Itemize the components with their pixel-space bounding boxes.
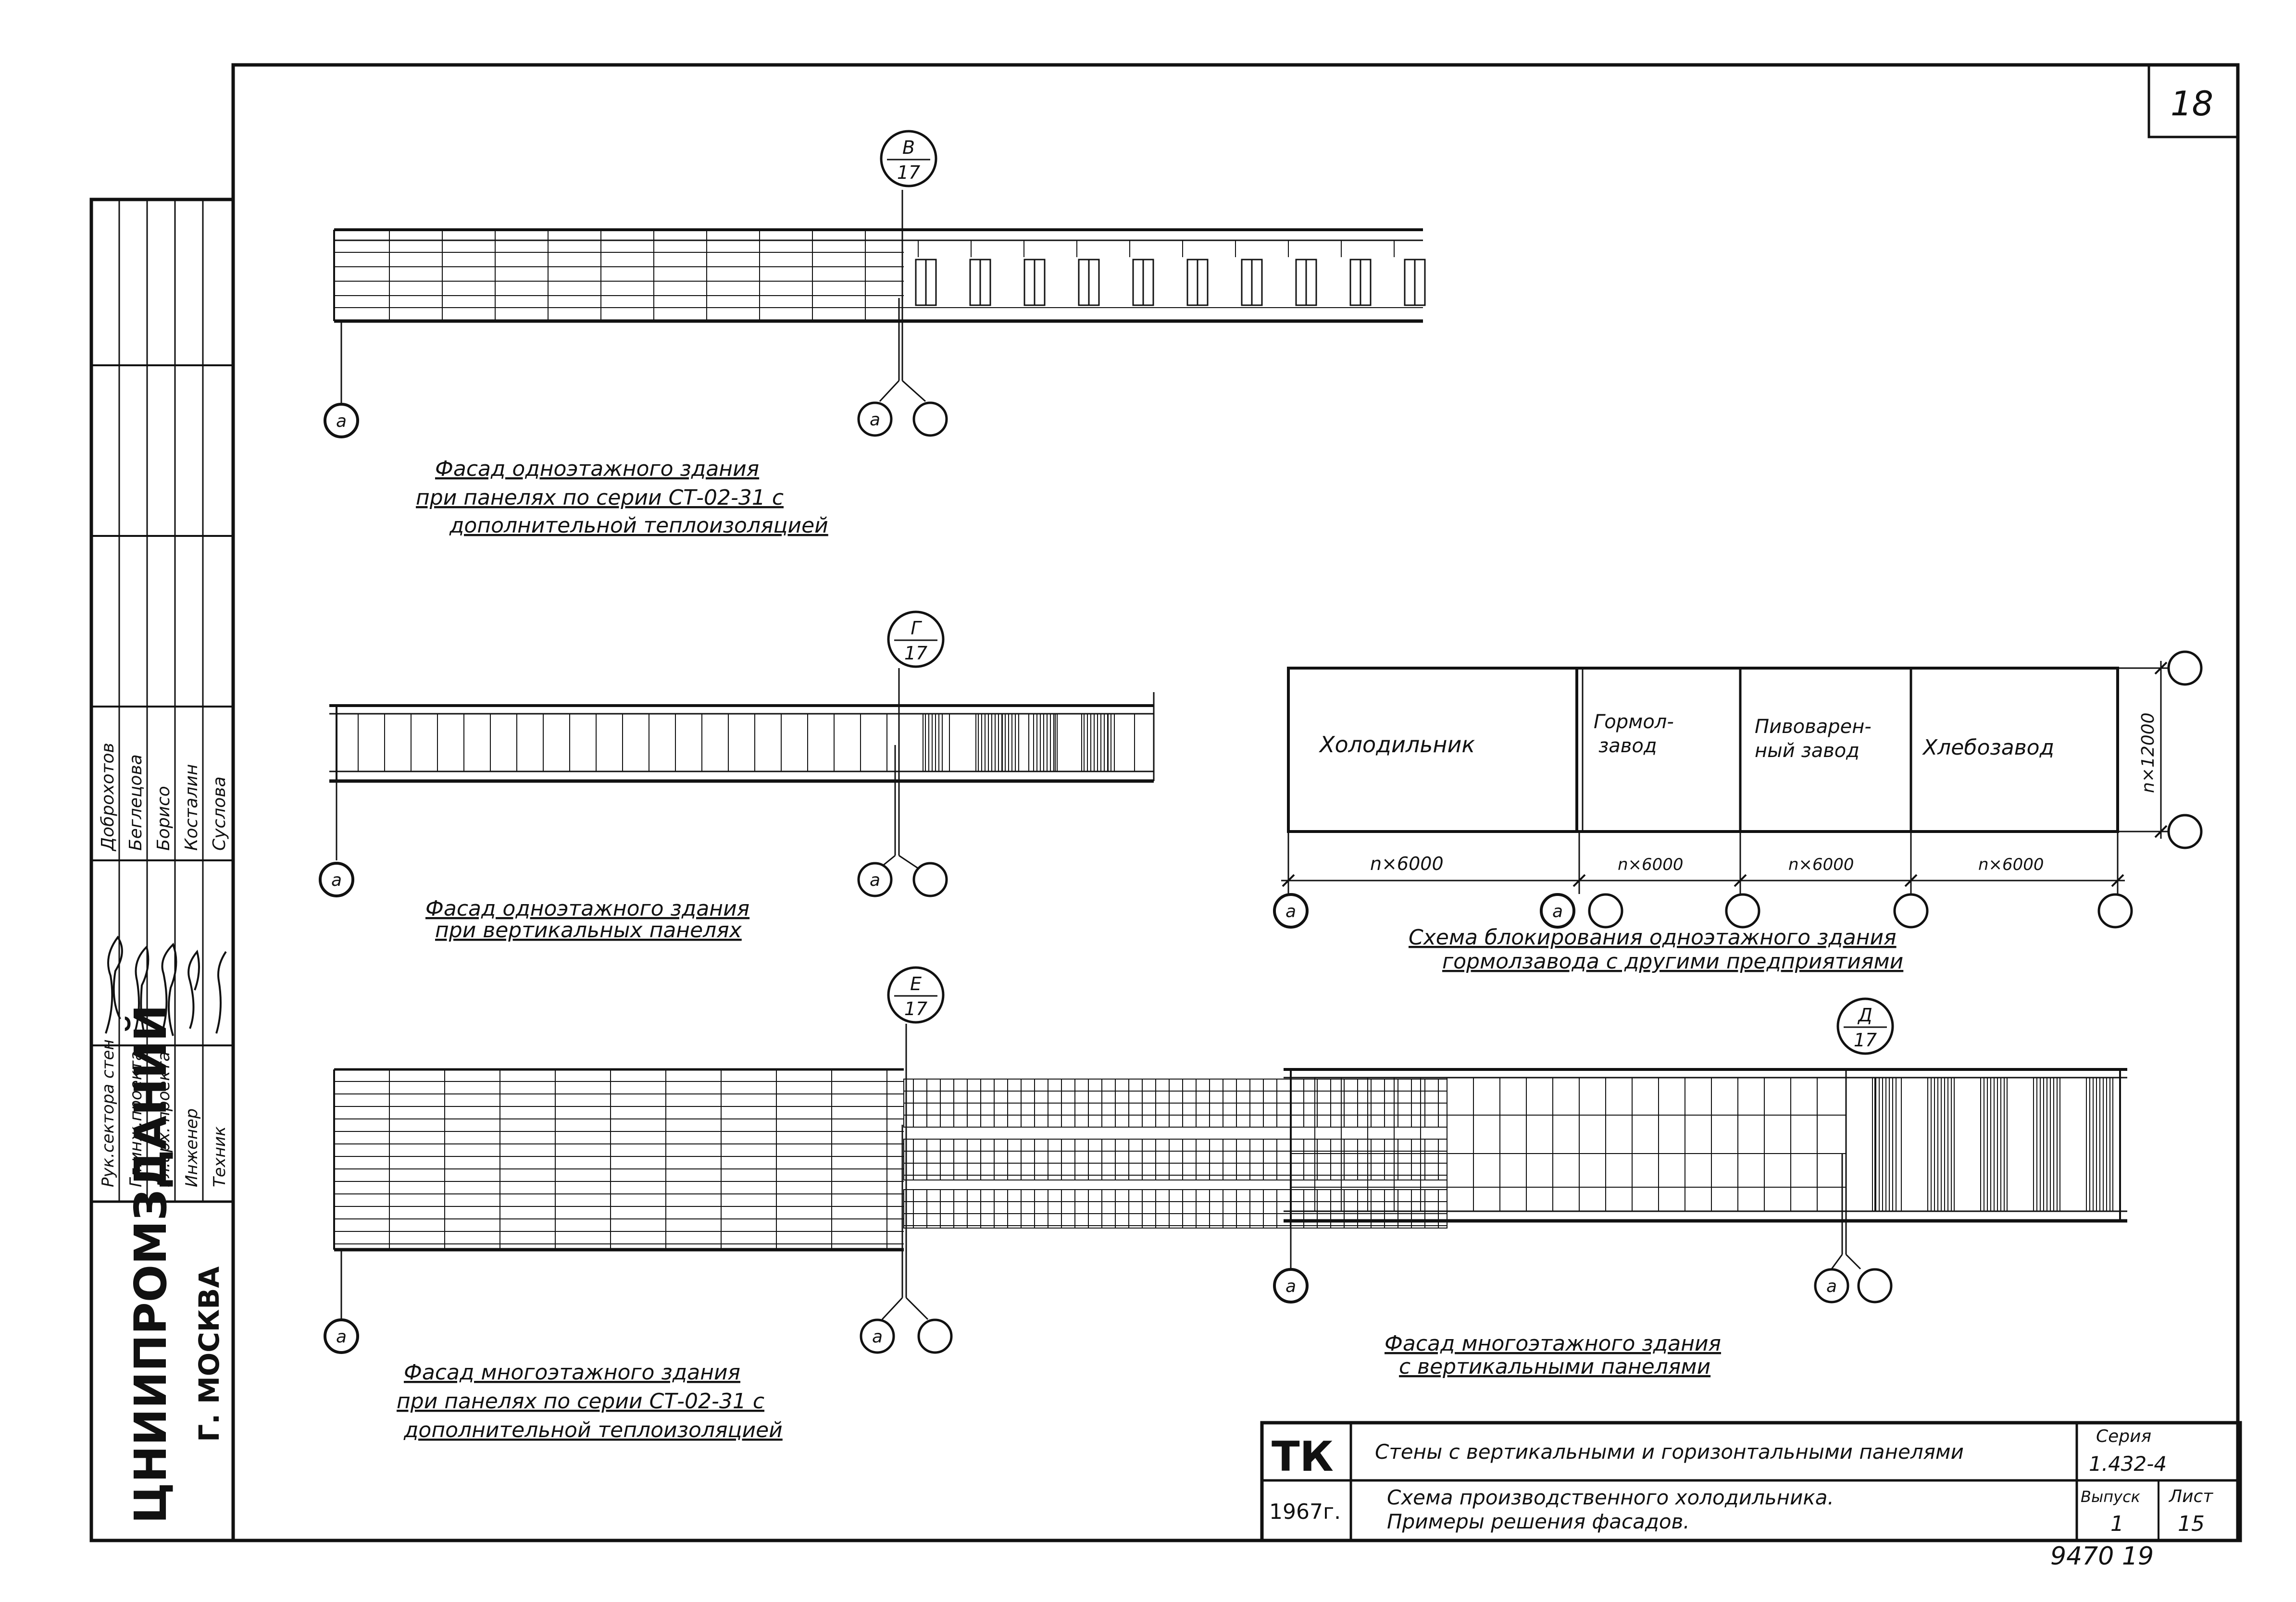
marker-bottom: 17 (904, 998, 927, 1019)
block-label: завод (1598, 735, 1657, 757)
stamp-role: Гл.арх. проекта (154, 1052, 174, 1187)
axis-label: а (336, 1327, 347, 1347)
facade-1-caption: Фасад одноэтажного здания при панелях по… (416, 457, 828, 538)
caption-line: дополнительной теплоизоляцией (449, 513, 828, 538)
caption-line: при панелях по серии СТ-02-31 с (397, 1389, 764, 1414)
left-stamp (89, 198, 235, 1542)
caption-line: Фасад многоэтажного здания (404, 1360, 740, 1385)
marker-top: Г (911, 618, 922, 639)
facade-3-section-marker: Е 17 (887, 966, 945, 1024)
stamp-name: Косталин (182, 764, 201, 851)
stamp-names: Доброхотов Беглецова Борисо Косталин Сус… (98, 743, 229, 852)
axis-label: а (1285, 902, 1296, 921)
block-label: Гормол- (1594, 711, 1674, 733)
dim-label: n×6000 (1370, 853, 1444, 874)
title-line-2a: Схема производственного холодильника. (1387, 1486, 1834, 1509)
facade-3-multi-storey-horizontal-panels (333, 1024, 1447, 1319)
block-label: Холодильник (1319, 732, 1475, 758)
marker-top: В (902, 137, 915, 158)
marker-bottom: 17 (1854, 1030, 1877, 1051)
axis-label: а (1552, 902, 1563, 921)
caption-line: Фасад многоэтажного здания (1385, 1331, 1721, 1356)
vypusk-value: 1 (2110, 1512, 2124, 1536)
axis-label: а (1285, 1277, 1296, 1296)
marker-top: Д (1857, 1005, 1872, 1026)
blocking-scheme (1281, 661, 2173, 894)
caption-line: при панелях по серии СТ-02-31 с (416, 485, 784, 510)
scheme-axes: а а (1273, 650, 2203, 929)
facade-2-caption: Фасад одноэтажного здания при вертикальн… (425, 896, 749, 943)
window-band (903, 1139, 1447, 1180)
facade-1-axes: а а (324, 380, 948, 438)
org-city: Г. МОСКВА (193, 1267, 225, 1442)
title-block (1260, 1421, 2242, 1542)
caption-line: гормолзавода с другими предприятиями (1442, 949, 1903, 974)
stamp-name: Доброхотов (98, 743, 118, 852)
facade-1-section-marker: В 17 (880, 130, 937, 187)
block-label: Хлебозавод (1922, 735, 2054, 760)
list-label: Лист (2168, 1487, 2213, 1506)
stamp-role: Рук.сектора стен (99, 1039, 118, 1187)
marker-bottom: 17 (897, 162, 920, 183)
axis-label: а (872, 1327, 883, 1347)
facade-4-multi-storey-vertical-panels (1284, 1068, 2127, 1269)
org-name: ЦНИИПРОМЗДАНИЙ (125, 1005, 176, 1524)
facade-2-section-marker: Г 17 (887, 610, 945, 668)
stamp-role: Гл.инж.проекта (126, 1051, 146, 1187)
seria-value: 1.432-4 (2089, 1452, 2167, 1476)
title-line-1: Стены с вертикальными и горизонтальными … (1375, 1440, 1964, 1464)
axis-label: а (336, 411, 347, 431)
caption-line: при вертикальных панелях (435, 918, 742, 943)
scheme-blocks: Холодильник Гормол- завод Пивоварен- ный… (1319, 711, 2054, 762)
dim-label: n×6000 (1788, 855, 1854, 874)
dim-height-label: n×12000 (2138, 712, 2158, 793)
caption-line: Фасад одноэтажного здания (435, 457, 759, 481)
bottom-number: 9470 19 (2050, 1542, 2154, 1571)
caption-line: дополнительной теплоизоляцией (403, 1418, 783, 1442)
list-value: 15 (2178, 1512, 2205, 1536)
stamp-roles: Рук.сектора стен Гл.инж.проекта Гл.арх. … (99, 1039, 229, 1187)
seria-label: Серия (2096, 1427, 2151, 1446)
marker-bottom: 17 (904, 643, 927, 664)
stamp-role: Техник (210, 1126, 229, 1187)
sheet-frame (231, 63, 2240, 1542)
axis-label: а (1826, 1277, 1837, 1296)
marker-top: Е (910, 973, 922, 994)
facade-1-one-storey-horizontal-panels (333, 190, 1426, 404)
stamp-name: Борисо (154, 786, 174, 851)
scheme-dim-ticks (1282, 661, 2168, 887)
block-label: Пивоварен- (1755, 716, 1872, 738)
axis-label: а (870, 410, 880, 430)
caption-line: с вертикальными панелями (1399, 1354, 1710, 1379)
facade-3-axes: а а (324, 1297, 953, 1354)
facade-2-one-storey-vertical-panels (329, 668, 1155, 860)
sheet-number: 18 (2171, 84, 2213, 124)
scheme-dimensions: n×6000 n×6000 n×6000 n×6000 n×12000 (1370, 712, 2158, 874)
title-line-2b: Примеры решения фасадов. (1387, 1510, 1690, 1533)
caption-line: Фасад одноэтажного здания (425, 896, 749, 921)
caption-line: Схема блокирования одноэтажного здания (1409, 925, 1897, 950)
vypusk-label: Выпуск (2081, 1488, 2141, 1506)
facade-4-caption: Фасад многоэтажного здания с вертикальны… (1385, 1331, 1721, 1379)
tk-mark: ТК (1272, 1433, 1334, 1481)
facade-2-axes: а а (319, 855, 948, 897)
facade-4-section-marker: Д 17 (1836, 997, 1894, 1055)
year: 1967г. (1269, 1500, 1341, 1524)
stamp-name: Беглецова (126, 754, 146, 851)
axis-label: а (331, 870, 342, 890)
axis-label: а (870, 870, 880, 890)
stamp-role: Инженер (182, 1108, 201, 1187)
dim-label: n×6000 (1618, 855, 1684, 874)
scheme-caption: Схема блокирования одноэтажного здания г… (1409, 925, 1903, 974)
stamp-name: Суслова (210, 776, 229, 851)
facade-3-caption: Фасад многоэтажного здания при панелях п… (397, 1360, 783, 1442)
block-label: ный завод (1755, 740, 1859, 762)
stamp-signatures (105, 935, 227, 1036)
dim-label: n×6000 (1978, 855, 2044, 874)
facade-4-axes: а а (1273, 1254, 1893, 1304)
